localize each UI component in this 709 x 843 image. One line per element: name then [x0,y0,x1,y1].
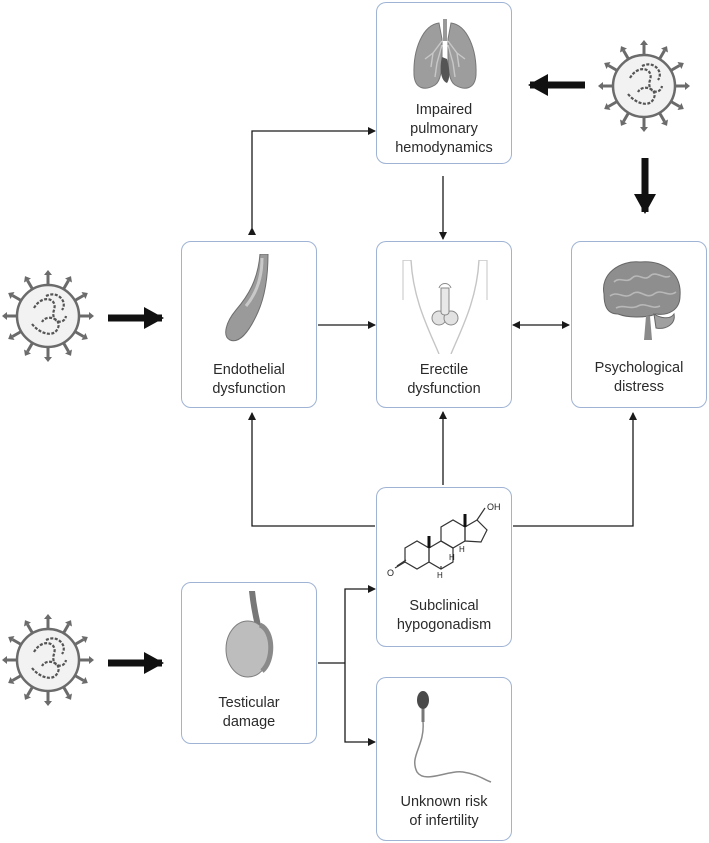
node-infertility-risk: Unknown risk of infertility [376,677,512,841]
pulmonary-label-2: pulmonary [410,121,478,137]
pulmonary-label-3: hemodynamics [395,140,493,156]
virus-icon [2,614,94,706]
erectile-label-2: dysfunction [407,381,481,397]
node-testicular-damage: Testicular damage [181,582,317,744]
sperm-icon [414,691,492,783]
blood-vessel-icon [225,254,269,342]
arrow-hypogonadism-endothelial [248,412,375,527]
molecule-o-label: O [387,568,394,578]
psychological-label-1: Psychological [594,360,684,376]
infertility-label-1: Unknown risk [400,794,488,810]
psychological-label-2: distress [614,379,664,395]
infertility-label-2: of infertility [409,813,479,829]
testicular-label-2: damage [222,714,276,730]
pelvis-icon [402,260,488,354]
node-endothelial-dysfunction: Endothelial dysfunction [181,241,317,408]
virus-icon [598,40,690,132]
erectile-label-1: Erectile [419,362,469,378]
hypogonadism-label-1: Subclinical [409,598,479,614]
hypogonadism-label-2: hypogonadism [396,617,492,633]
molecule-oh-label: OH [487,502,501,512]
testosterone-molecule-icon: OH H H H O [387,502,501,580]
molecule-h-label-3: H [437,571,443,580]
endothelial-label-2: dysfunction [212,381,286,397]
arrow-branch-hypogonadism [344,585,376,663]
endothelial-label-1: Endothelial [213,362,285,378]
node-erectile-dysfunction: Erectile dysfunction [376,241,512,408]
testis-icon [225,591,274,678]
lungs-icon [413,19,477,89]
arrow-endothelial-pulmonary [248,127,376,235]
molecule-h-label-2: H [459,545,465,554]
arrow-hypogonadism-psychological [513,412,637,527]
virus-icon [2,270,94,362]
node-psychological-distress: Psychological distress [571,241,707,408]
pulmonary-label-1: Impaired [415,102,473,118]
brain-icon [603,261,681,340]
molecule-h-label-1: H [449,553,455,562]
node-subclinical-hypogonadism: OH H H H O Subclinical hypogonadism [376,487,512,647]
arrow-branch-infertility [344,663,376,746]
testicular-label-1: Testicular [218,695,280,711]
node-pulmonary-hemodynamics: Impaired pulmonary hemodynamics [376,2,512,164]
